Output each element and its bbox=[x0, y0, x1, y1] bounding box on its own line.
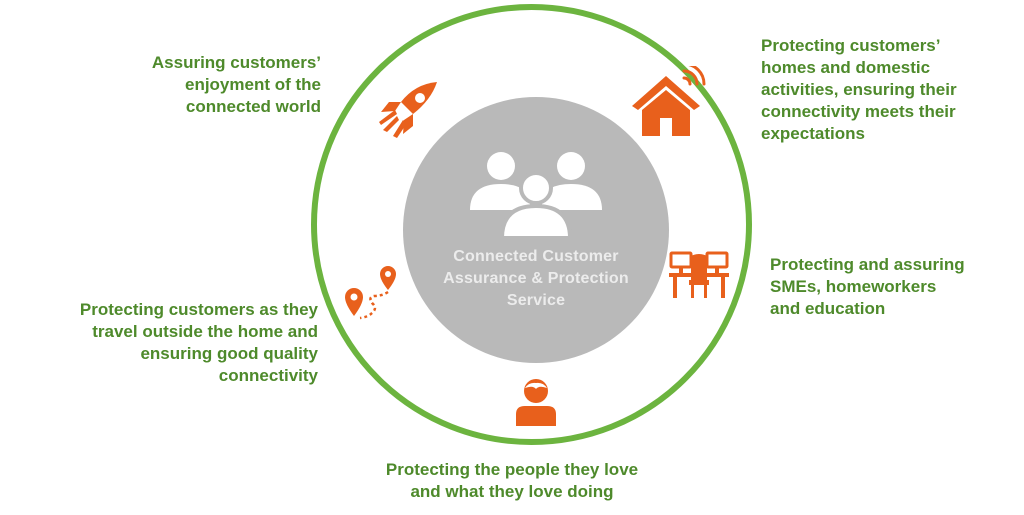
route-pins-icon bbox=[342, 260, 400, 324]
center-title: Connected Customer Assurance & Protectio… bbox=[403, 246, 669, 312]
person-icon bbox=[513, 376, 559, 426]
label-line: Protecting the people they love bbox=[385, 460, 639, 479]
center-title-line: Service bbox=[506, 292, 566, 309]
label-home: Protecting customers’ homes and domestic… bbox=[761, 35, 957, 145]
outer-ring bbox=[311, 4, 752, 445]
label-connected-world: Assuring customers’ enjoyment of the con… bbox=[152, 52, 321, 118]
center-title-line: Connected Customer bbox=[453, 248, 619, 265]
label-line: connected world bbox=[185, 97, 321, 116]
label-line: connectivity bbox=[218, 366, 318, 385]
label-people: Protecting the people they love and what… bbox=[362, 459, 662, 503]
label-line: Assuring customers’ bbox=[151, 53, 321, 72]
label-travel: Protecting customers as they travel outs… bbox=[80, 299, 318, 387]
label-line: and what they love doing bbox=[410, 482, 614, 501]
label-line: and education bbox=[770, 299, 886, 318]
label-line: connectivity meets their bbox=[761, 102, 956, 121]
label-line: SMEs, homeworkers bbox=[770, 277, 937, 296]
people-group-icon bbox=[466, 148, 606, 238]
rocket-icon bbox=[375, 78, 445, 140]
label-line: travel outside the home and bbox=[92, 322, 318, 341]
center-title-line: Assurance & Protection bbox=[443, 270, 629, 287]
label-line: ensuring good quality bbox=[140, 344, 318, 363]
smart-home-icon bbox=[628, 66, 708, 138]
label-line: Protecting customers’ bbox=[761, 36, 941, 55]
label-line: activities, ensuring their bbox=[761, 80, 957, 99]
label-line: enjoyment of the bbox=[184, 75, 321, 94]
workstations-icon bbox=[667, 250, 731, 300]
label-line: Protecting and assuring bbox=[770, 255, 965, 274]
label-smes: Protecting and assuring SMEs, homeworker… bbox=[770, 254, 965, 320]
label-line: Protecting customers as they bbox=[79, 300, 318, 319]
label-line: homes and domestic bbox=[761, 58, 931, 77]
label-line: expectations bbox=[761, 124, 865, 143]
